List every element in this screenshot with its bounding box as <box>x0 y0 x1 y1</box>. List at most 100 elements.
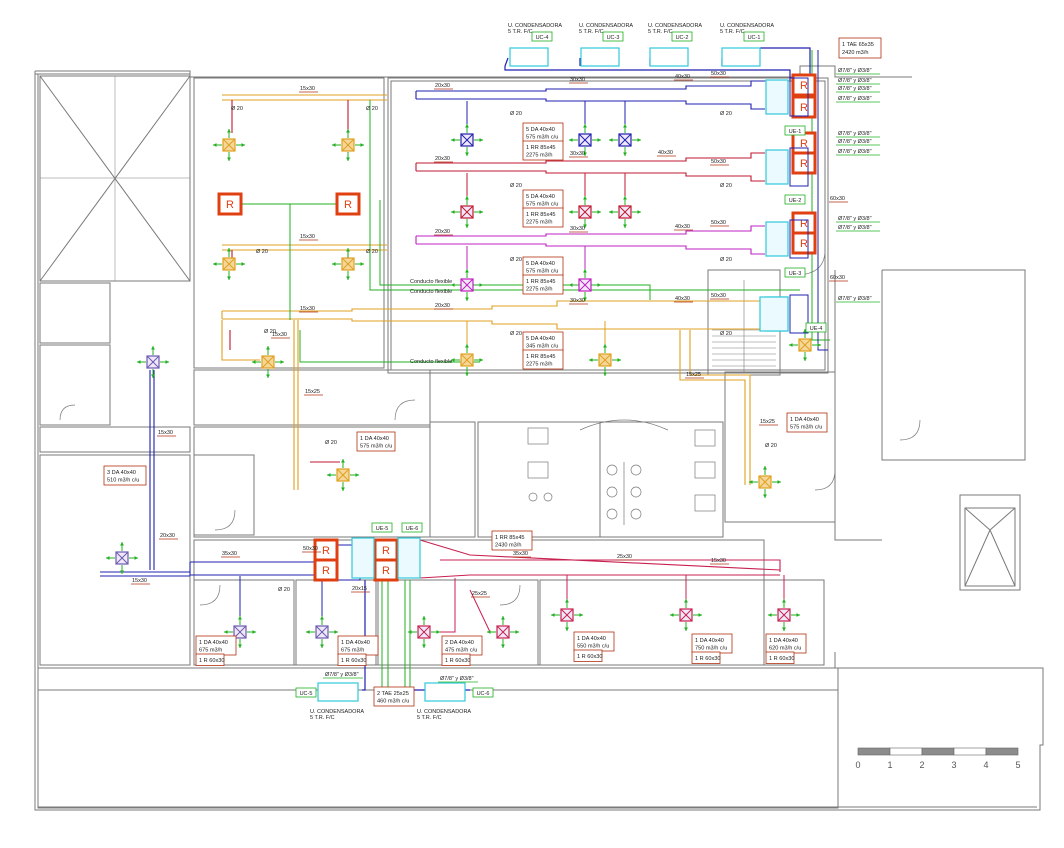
arrow-head <box>306 630 310 634</box>
arrow-head <box>589 358 593 362</box>
diffuser-x <box>261 355 275 369</box>
arrow-head <box>224 630 228 634</box>
pipe-text: Ø7/8" y Ø3/8" <box>325 672 359 678</box>
diffuser-x <box>417 625 431 639</box>
pipe-text: Ø7/8" y Ø3/8" <box>838 225 872 231</box>
diameter-label: Ø 20 <box>278 587 290 593</box>
arrow-head <box>501 644 505 648</box>
tae-line: 2420 m3/h <box>842 50 868 56</box>
note-line: 1 DA 40x40 <box>695 638 724 644</box>
arrow-head <box>451 358 455 362</box>
arrow-head <box>355 473 359 477</box>
return-grille-ue2-b: R <box>791 151 817 175</box>
arrow-head <box>252 630 256 634</box>
supply-diffuser <box>332 248 364 280</box>
size-text: 30x30 <box>570 151 585 157</box>
arrow-head <box>346 248 350 252</box>
ue-tag-1: UE-1 <box>784 125 806 136</box>
scale-tick-1: 1 <box>887 760 892 770</box>
arrow-head <box>565 599 569 603</box>
pipe-text: Ø7/8" y Ø3/8" <box>838 131 872 137</box>
diffuser-x <box>222 257 236 271</box>
supply-diffuser <box>408 616 440 648</box>
condenser-capacity: 5 T.R. F/C <box>310 715 335 721</box>
arrow-head <box>451 138 455 142</box>
duct-size-label: 15x30 <box>299 234 318 241</box>
diameter-label: Ø 20 <box>720 331 732 337</box>
evaporator-unit <box>759 296 789 332</box>
supply-diffuser <box>306 616 338 648</box>
duct-size-label: 20x30 <box>159 533 178 540</box>
note-line: 1 DA 40x40 <box>341 640 370 646</box>
supply-diffuser <box>789 329 821 361</box>
condenser-tag-frame <box>295 687 317 698</box>
diameter-label: Ø 20 <box>720 257 732 263</box>
size-text: 15x25 <box>686 372 701 378</box>
evaporator-unit <box>765 79 789 115</box>
arrow-head <box>501 616 505 620</box>
ue-tag-6: UE-6 <box>401 522 423 533</box>
duct-size-label: 15x25 <box>304 389 323 396</box>
supply-diffuser <box>609 124 641 156</box>
pipe-label: Ø7/8" y Ø3/8" <box>836 216 880 223</box>
arrow-head <box>165 360 169 364</box>
supply-diffuser <box>213 248 245 280</box>
diffuser-x <box>679 608 693 622</box>
note-frame <box>337 653 367 666</box>
diffuser-x <box>618 133 632 147</box>
scale-tick-5: 5 <box>1015 760 1020 770</box>
arrow-head <box>360 143 364 147</box>
arrow-head <box>670 613 674 617</box>
arrow-head <box>227 157 231 161</box>
return-label: R <box>800 158 808 170</box>
arrow-head <box>465 372 469 376</box>
note-line: 750 m3/h c/u <box>695 646 727 652</box>
supply-duct-red-bottom <box>419 574 780 579</box>
arrow-head <box>341 459 345 463</box>
pipe-text: Ø7/8" y Ø3/8" <box>838 149 872 155</box>
evaporator-plenum <box>789 294 809 334</box>
arrow-head <box>817 343 821 347</box>
arrow-head <box>465 196 469 200</box>
return-frame <box>791 231 817 255</box>
size-text: 20x30 <box>435 83 450 89</box>
note-frame <box>765 651 795 664</box>
duct-size-label: 25x30 <box>616 554 635 561</box>
duct-size-label: 15x30 <box>299 306 318 313</box>
arrow-head <box>515 630 519 634</box>
supply-duct-blue <box>416 98 765 110</box>
condenser-body <box>317 682 359 702</box>
note-frame <box>522 207 564 228</box>
note-line: 5 DA 40x40 <box>526 261 555 267</box>
note-line: 5 DA 40x40 <box>526 194 555 200</box>
ue-tag-5: UE-5 <box>371 522 393 533</box>
condenser-tag-frame <box>531 31 553 42</box>
arrow-head <box>227 129 231 133</box>
arrow-head <box>346 157 350 161</box>
diameter-label: Ø 20 <box>325 440 337 446</box>
note-frame <box>691 651 721 664</box>
duct-size-label: 30x30 <box>569 151 588 158</box>
flex-duct <box>369 100 800 291</box>
tag-text: UE-5 <box>376 526 389 532</box>
diffuser-x <box>222 138 236 152</box>
arrow-head <box>597 138 601 142</box>
size-text: 15x30 <box>300 86 315 92</box>
arrow-head <box>280 360 284 364</box>
condenser-name: U. CONDENSADORA <box>417 709 471 715</box>
duct-size-label: 30x30 <box>569 77 588 84</box>
ue-tag-4: UE-4 <box>805 322 827 333</box>
condenser-tag-frame <box>602 31 624 42</box>
supply-diffuser <box>213 129 245 161</box>
duct-size-label: 50x30 <box>710 220 729 227</box>
flex-label: Conducto flexible <box>410 289 452 295</box>
arrow-head <box>320 616 324 620</box>
size-text: 20x15 <box>352 586 367 592</box>
condenser-capacity: 5 T.R. F/C <box>648 29 673 35</box>
supply-diffuser <box>224 616 256 648</box>
